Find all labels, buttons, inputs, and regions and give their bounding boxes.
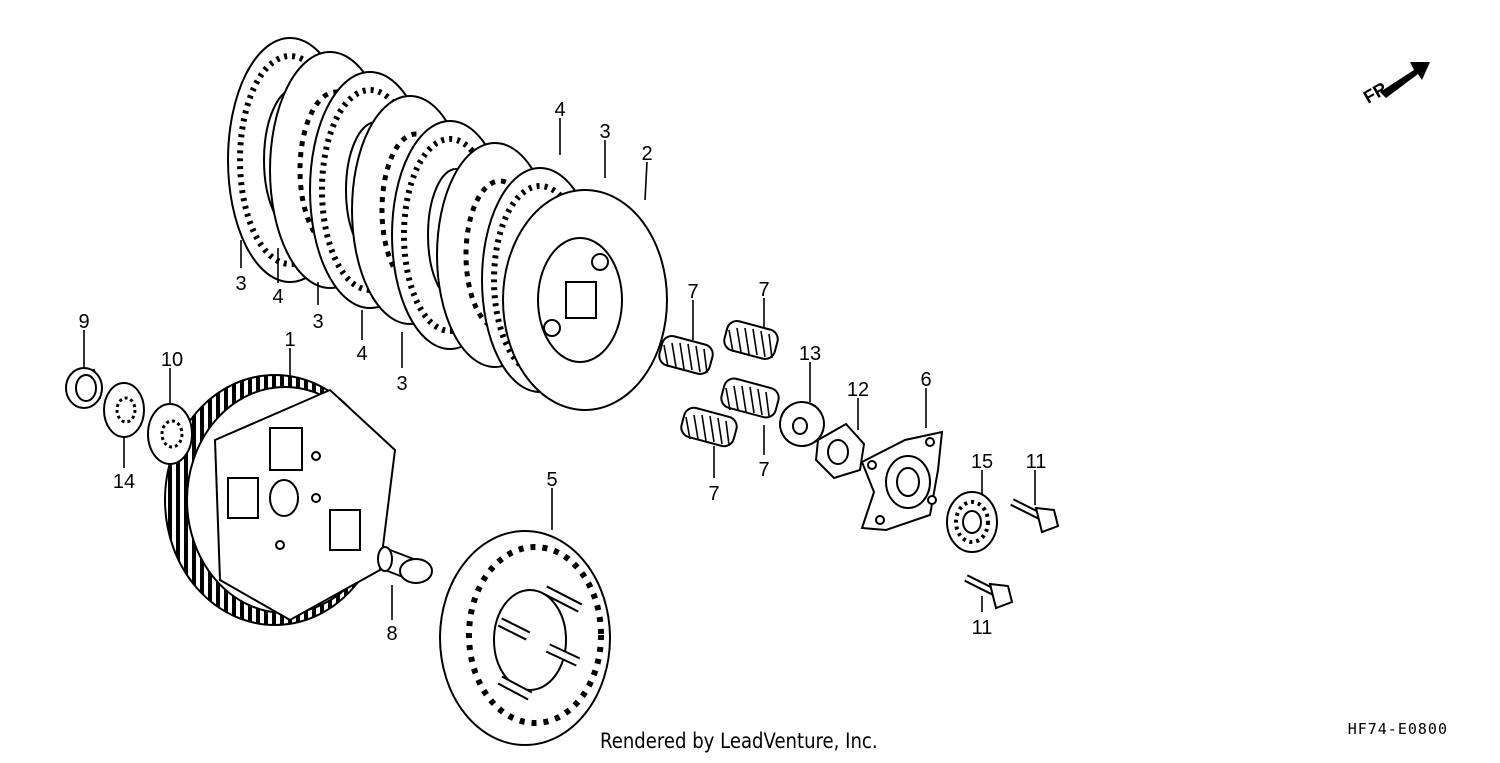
callout-1: 1 [284,329,295,351]
callout-3: 3 [312,311,323,333]
callout-4: 4 [554,99,565,121]
callout-12: 12 [847,379,869,401]
direction-label: FR. [1360,76,1395,108]
front-direction-arrow: FR. [1360,62,1430,107]
callout-7: 7 [758,459,769,481]
callout-3: 3 [235,273,246,295]
leader-lines [83,118,1036,620]
callout-15: 15 [971,451,993,473]
clutch-spring [720,377,780,419]
callout-3: 3 [396,373,407,395]
callout-3: 3 [599,121,610,143]
washer [779,401,825,447]
callout-10: 10 [161,349,183,371]
callout-7: 7 [758,279,769,301]
lifter-cam [814,422,866,480]
callout-14: 14 [113,471,135,493]
bolt [964,574,1014,610]
diagram-code: HF74-E0800 [1347,720,1448,738]
callout-7: 7 [708,483,719,505]
bearing [946,491,998,553]
collar [377,546,433,584]
callout-4: 4 [272,286,283,308]
clutch-plate-stack [227,37,668,411]
callouts: 1 2 3 3 3 3 4 4 4 5 6 7 7 7 7 8 9 10 11 … [78,99,1046,645]
callout-9: 9 [78,311,89,333]
callout-7: 7 [687,281,698,303]
clutch-spring [680,406,738,448]
callout-2: 2 [641,143,652,165]
callout-4: 4 [356,343,367,365]
callout-11: 11 [972,617,993,639]
render-credit: Rendered by LeadVenture, Inc. [600,729,878,753]
callout-5: 5 [546,469,557,491]
pressure-plate [439,530,611,746]
thrust-washer [147,403,193,465]
clutch-spring [658,335,714,375]
collar-ring [65,367,103,409]
lock-washer [103,382,145,438]
clutch-spring [723,320,779,360]
callout-11: 11 [1026,451,1047,473]
lifter-plate [860,430,944,532]
bolt [1010,498,1060,534]
clutch-center [502,189,668,411]
clutch-outer-basket [164,374,397,626]
callout-8: 8 [386,623,397,645]
callout-6: 6 [920,369,931,391]
callout-13: 13 [799,343,821,365]
